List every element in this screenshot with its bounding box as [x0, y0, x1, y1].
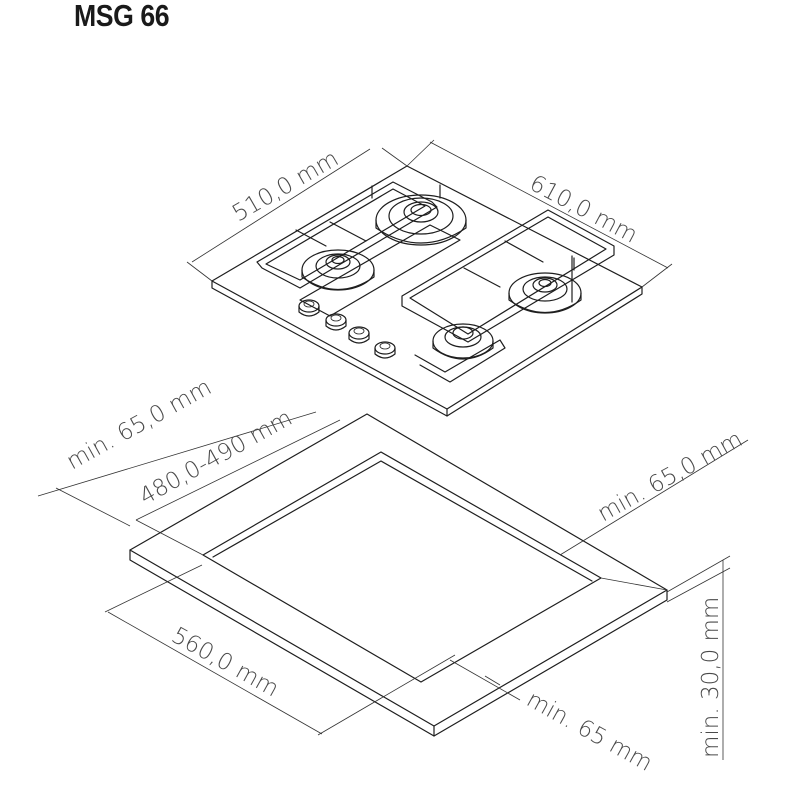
knob-4: [374, 341, 396, 359]
model-title: MSG 66: [74, 0, 170, 33]
knob-3: [348, 326, 370, 344]
dim-min-thickness: min. 30,0 mm: [698, 597, 724, 758]
dim-cutout-width: 560,0 mm: [167, 623, 283, 703]
burner-right: [508, 272, 582, 314]
pan-support-right: [401, 209, 615, 343]
control-knobs: [298, 299, 396, 359]
dim-min-side: min. 65,0 mm: [593, 426, 747, 527]
burner-large: [375, 194, 467, 246]
hob-dimension-lines: [186, 139, 673, 288]
cutout-inner-wall: [212, 460, 593, 582]
pan-support-bottom: [299, 224, 506, 383]
cutout-opening: [202, 451, 602, 683]
hob: [186, 139, 673, 417]
dim-min-front: min. 65 mm: [522, 687, 657, 777]
pan-support-left: [256, 181, 441, 289]
burner-small: [432, 323, 494, 360]
worktop-cutout: [37, 411, 749, 760]
knob-2: [325, 313, 347, 331]
knob-1: [298, 299, 320, 317]
burner-left: [301, 249, 375, 291]
dim-hob-depth: 510,0 mm: [228, 146, 343, 228]
cutout-dimension-lines: [37, 411, 749, 760]
